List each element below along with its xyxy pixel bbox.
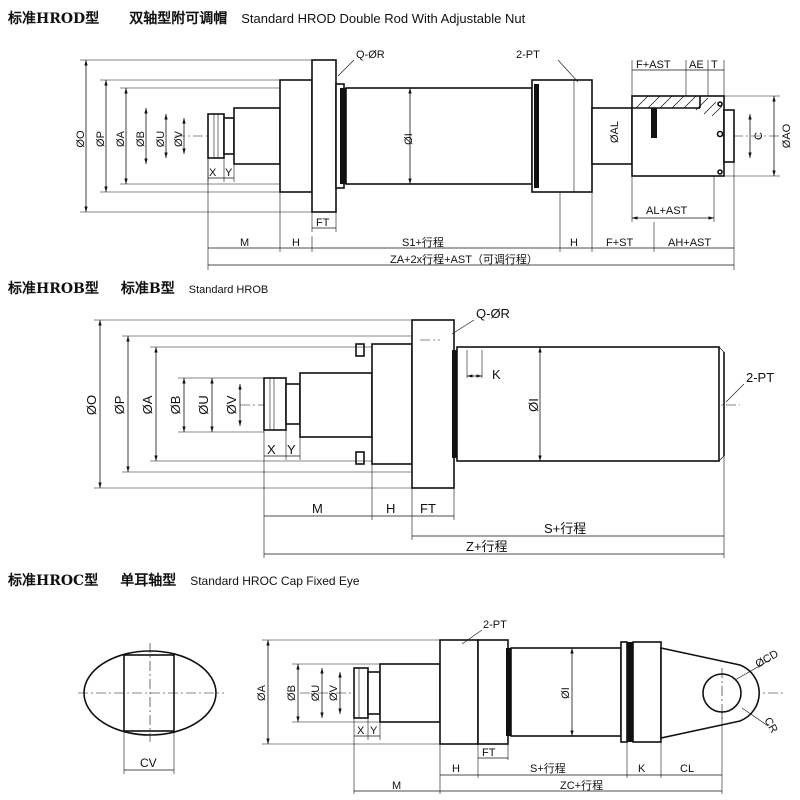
hroc-cn-subtitle: 单耳轴型 [120, 573, 177, 589]
hroc-x-label: X [357, 725, 365, 737]
hrod-cn-title: 标准HROD型 [8, 11, 100, 27]
hroc-cr-label: CR [761, 716, 779, 736]
hroc-phi-a-label: ØA [256, 684, 268, 701]
hrod-en-title: Standard HROD Double Rod With Adjustable… [241, 11, 526, 26]
hroc-drawing: CV ØA ØB ØU ØV ØI 2-PT ØCD CR [78, 619, 786, 794]
hrod-ft-label: FT [316, 217, 330, 229]
hrod-f-st-label: F+ST [606, 237, 633, 249]
hroc-cn-title: 标准HROC型 [8, 573, 99, 589]
hrod-ah-ast-label: AH+AST [668, 237, 711, 249]
hroc-phi-i-label: ØI [560, 687, 572, 699]
hroc-phi-u-label: ØU [310, 685, 322, 702]
section-header-hrob: 标准HROB型 标准B型 Standard HROB [8, 278, 268, 298]
hroc-cl-label: CL [680, 763, 694, 775]
hroc-phi-b-label: ØB [286, 685, 298, 701]
hrod-x-label: X [209, 167, 217, 179]
hrod-phi-p-label: ØP [95, 131, 107, 147]
section-header-hrod: 标准HROD型 双轴型附可调帽 Standard HROD Double Rod W… [8, 8, 525, 28]
hrod-ae-label: AE [689, 59, 704, 71]
hrod-rod-nut [207, 113, 225, 159]
hrod-flange [311, 59, 337, 213]
hrod-c-label: C [753, 132, 765, 140]
hroc-cv-label: CV [140, 756, 157, 770]
hrob-phi-o-label: ØO [84, 395, 99, 415]
hrod-h2-label: H [570, 237, 578, 249]
hroc-rod-nut [353, 667, 369, 719]
hrod-phi-a-label: ØA [115, 130, 127, 147]
hrob-h-label: H [386, 501, 395, 516]
hrod-al-ast-label: AL+AST [646, 205, 688, 217]
hrob-z-label: Z+行程 [466, 539, 508, 554]
hrod-pt-label: 2-PT [516, 49, 540, 61]
hroc-en-title: Standard HROC Cap Fixed Eye [190, 574, 360, 588]
hroc-cap [632, 641, 662, 743]
hrod-cn-subtitle: 双轴型附可调帽 [129, 11, 228, 27]
hrod-barrel [345, 87, 533, 185]
hrob-phi-p-label: ØP [112, 396, 127, 415]
hrod-t-label: T [711, 59, 718, 71]
hroc-barrel [510, 647, 622, 737]
section-header-hroc: 标准HROC型 单耳轴型 Standard HROC Cap Fixed Eye [8, 570, 360, 590]
hrob-ft-label: FT [420, 501, 436, 516]
hrod-s1-label: S1+行程 [402, 236, 444, 249]
hrob-drawing: ØO ØP ØA ØB ØU ØV ØI Q-ØR K 2-PT X Y M H… [84, 306, 774, 558]
hrob-rod-nut [263, 377, 287, 431]
hrob-q-r-label: Q-ØR [476, 306, 510, 321]
hrob-barrel [456, 346, 720, 462]
hrob-rod [299, 372, 373, 438]
hrod-phi-u-label: ØU [155, 131, 167, 148]
hrod-rod [233, 107, 281, 165]
hrod-phi-ao-label: ØAO [781, 123, 793, 148]
hroc-zc-label: ZC+行程 [560, 779, 603, 792]
hrod-rear-rod [591, 107, 633, 165]
hrob-m-label: M [312, 501, 323, 516]
hrob-head [371, 343, 413, 465]
hrod-phi-b-label: ØB [135, 131, 147, 147]
hrob-cn-title: 标准HROB型 [8, 281, 99, 297]
hrod-phi-al-label: ØAL [609, 121, 621, 143]
hroc-m-label: M [392, 780, 401, 792]
hroc-rod [379, 663, 441, 723]
hrod-phi-i-label: ØI [403, 133, 415, 145]
hroc-pt-label: 2-PT [483, 619, 507, 631]
hrod-m-label: M [240, 237, 249, 249]
hroc-s-label: S+行程 [530, 762, 566, 775]
hrob-en-title: Standard HROB [188, 284, 269, 296]
hroc-k-label: K [638, 763, 646, 775]
hrob-phi-i-label: ØI [526, 398, 541, 412]
hrod-rod-neck [223, 117, 235, 155]
hrob-phi-a-label: ØA [140, 395, 155, 414]
hrod-head [279, 79, 313, 193]
hroc-h-label: H [452, 763, 460, 775]
hroc-ft-label: FT [482, 747, 496, 759]
hrob-flange [411, 319, 455, 489]
hroc-head [439, 639, 479, 745]
hrob-pt-label: 2-PT [746, 370, 774, 385]
hrob-cn-subtitle: 标准B型 [120, 281, 175, 297]
hrod-q-r-label: Q-ØR [356, 49, 385, 61]
hrob-y-label: Y [287, 442, 296, 457]
hrob-x-label: X [267, 442, 276, 457]
hrob-phi-b-label: ØB [168, 396, 183, 415]
hroc-y-label: Y [370, 725, 378, 737]
hrod-phi-v-label: ØV [173, 130, 185, 147]
hrob-phi-u-label: ØU [196, 395, 211, 415]
hrod-za-label: ZA+2x行程+AST（可调行程） [390, 253, 538, 266]
hroc-phi-v-label: ØV [328, 684, 340, 701]
hrob-k-label: K [492, 367, 501, 382]
hrod-f-ast-label: F+AST [636, 59, 671, 71]
hrod-drawing: ØO ØP ØA ØB ØU ØV ØI ØAL C ØAO Q-ØR 2-PT… [75, 49, 793, 270]
hrod-phi-o-label: ØO [75, 130, 87, 148]
hrod-cap [531, 79, 593, 193]
hrod-h-label: H [292, 237, 300, 249]
hrod-y-label: Y [225, 167, 233, 179]
hrob-phi-v-label: ØV [224, 395, 239, 414]
hrob-s-label: S+行程 [544, 521, 586, 536]
